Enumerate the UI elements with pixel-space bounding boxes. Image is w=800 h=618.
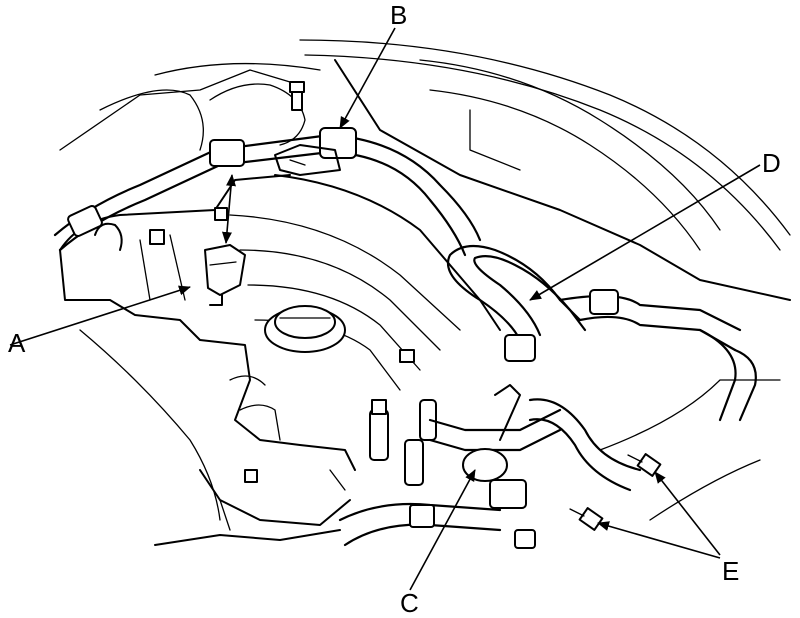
hose-d [446, 244, 757, 422]
leader-d [529, 164, 761, 301]
engine-block [59, 174, 501, 546]
callout-d: D [762, 148, 781, 178]
leader-e-lower [597, 521, 721, 559]
hose-c [338, 384, 642, 549]
upper-hose [53, 127, 482, 257]
body-panels [59, 39, 791, 521]
ignition-coils [369, 399, 437, 486]
callout-a: A [8, 328, 26, 358]
oil-filler-cap [264, 305, 346, 353]
bracket-a [204, 244, 246, 306]
callout-c: C [400, 588, 419, 618]
bracket-pointer [221, 174, 237, 244]
bolt-e [569, 453, 662, 531]
strut-bolt [289, 81, 305, 111]
callout-b: B [390, 0, 407, 30]
leader-b [339, 27, 396, 129]
leader-a [9, 285, 191, 346]
leader-e-upper [654, 471, 721, 556]
callout-e: E [722, 556, 739, 586]
leader-c [409, 469, 476, 591]
